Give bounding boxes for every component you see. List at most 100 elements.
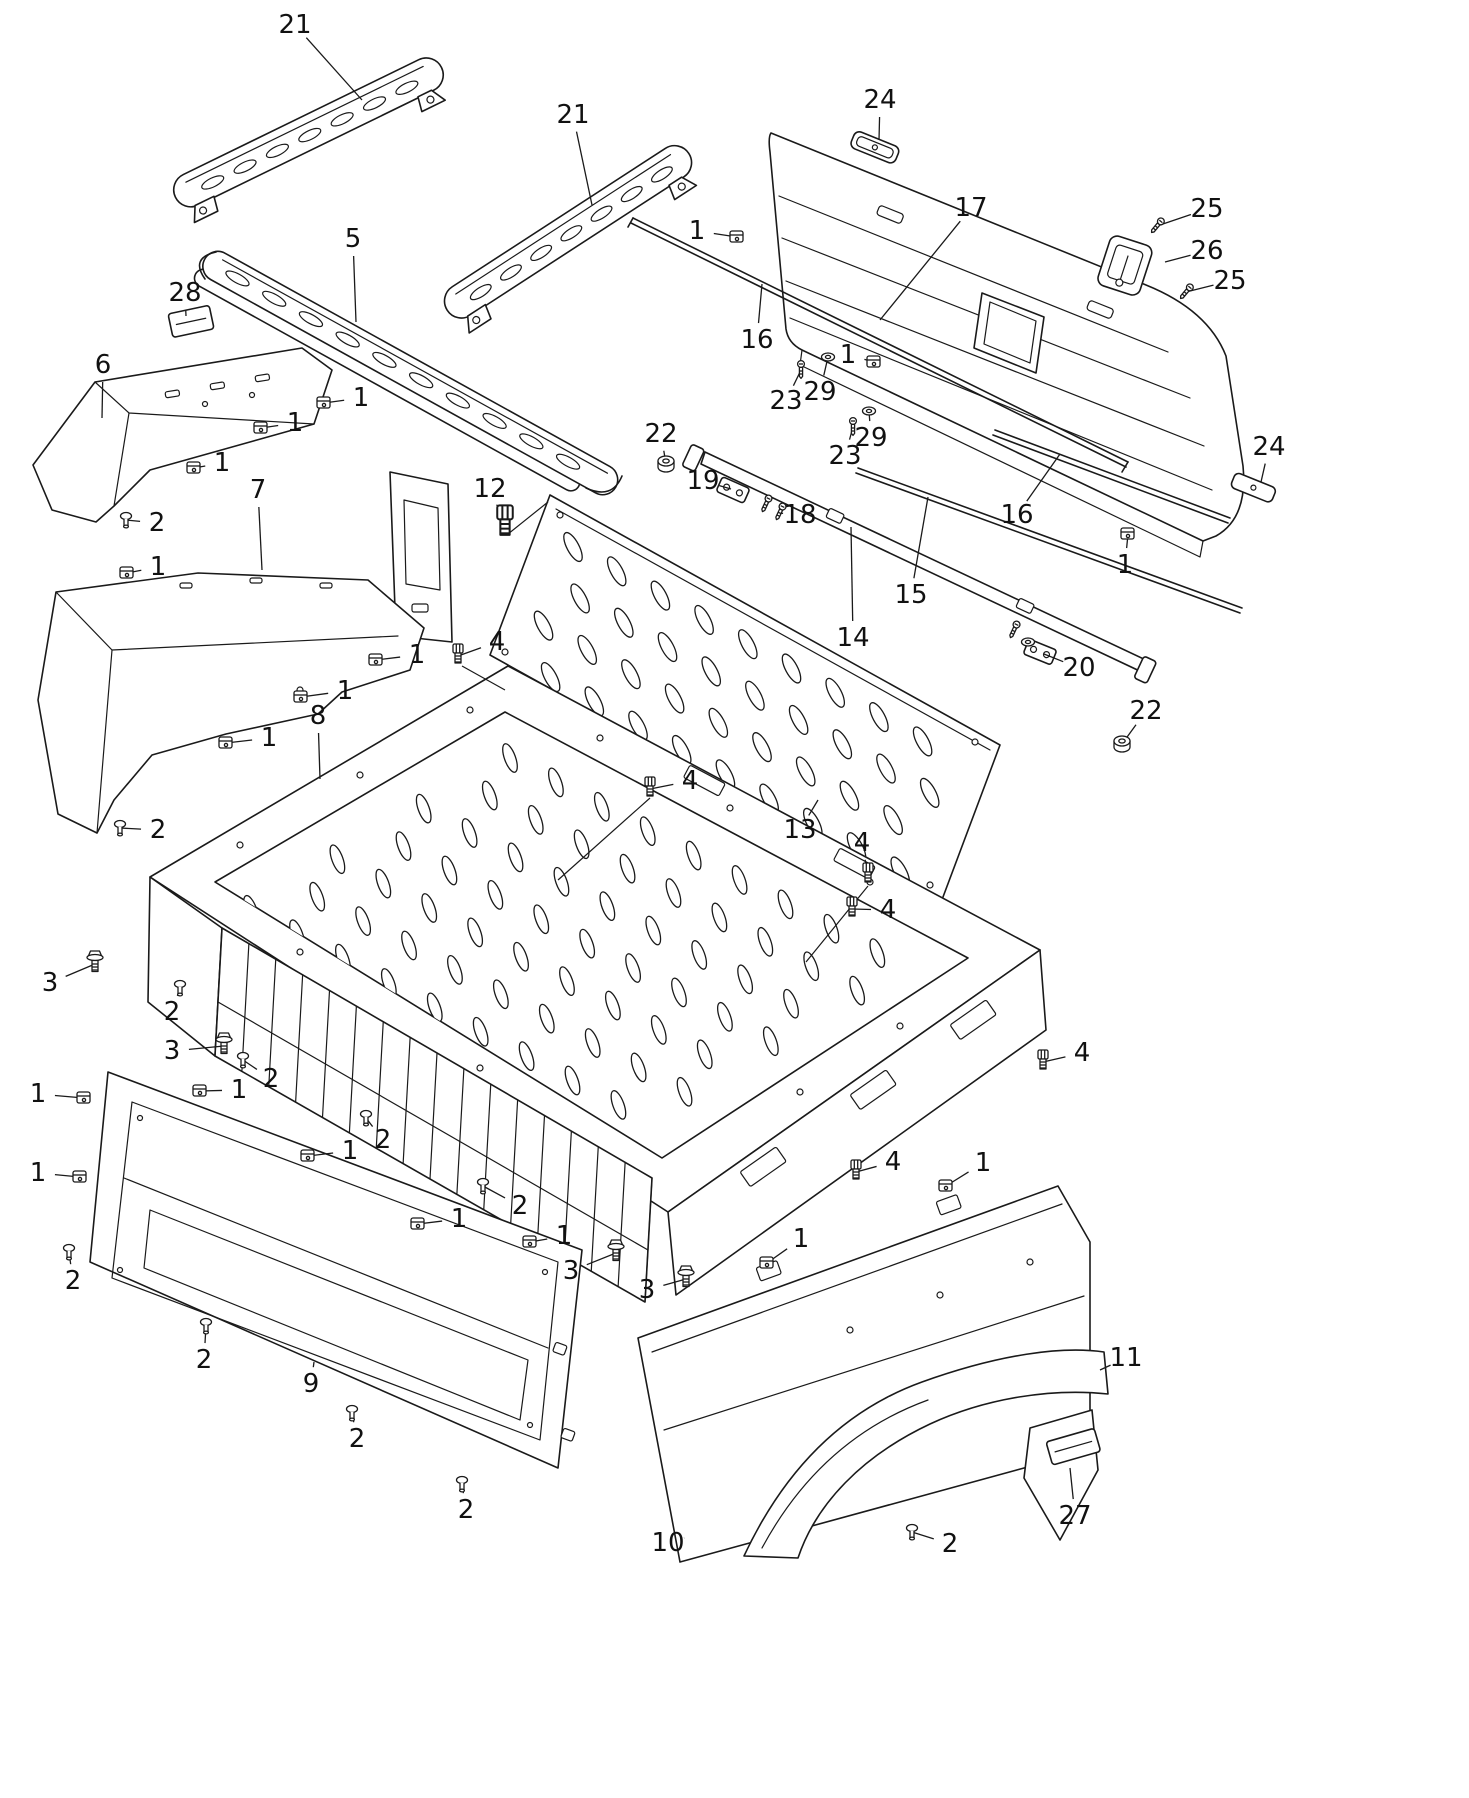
treadplate-oval — [375, 868, 392, 899]
leader-line — [457, 647, 482, 657]
treadplate-oval — [533, 904, 550, 935]
leader-line — [119, 827, 142, 830]
treadplate-oval — [538, 1003, 555, 1034]
callout-18: 18 — [783, 500, 816, 530]
callout-1: 1 — [261, 723, 278, 753]
treadplate-oval — [795, 756, 816, 787]
callout-1: 1 — [30, 1079, 47, 1109]
treadplate-oval — [781, 653, 802, 684]
callout-4: 4 — [1074, 1038, 1091, 1068]
callout-2: 2 — [150, 815, 167, 845]
bed-wall-rib — [348, 1005, 357, 1134]
bed-wall-rib — [268, 958, 277, 1088]
treadplate-oval — [691, 940, 708, 970]
install-lines — [461, 501, 869, 963]
treadplate-oval — [604, 990, 621, 1021]
bed-wall-rib — [321, 989, 331, 1119]
screw-icon — [1006, 619, 1022, 640]
leader-line — [757, 283, 763, 324]
leader-line — [911, 1531, 934, 1540]
treadplate-oval — [564, 1065, 581, 1096]
treadplate-oval — [849, 975, 866, 1006]
callout-1: 1 — [150, 552, 167, 582]
treadplate-oval — [461, 818, 478, 848]
callout-1: 1 — [793, 1224, 810, 1254]
treadplate-oval — [737, 964, 754, 995]
callout-1: 1 — [409, 640, 426, 670]
bushing-icon — [657, 455, 675, 473]
treadplate-oval — [577, 634, 598, 665]
clip-nut-icon — [1120, 527, 1135, 540]
bed-wall-rib — [563, 1130, 572, 1257]
part-28-decal — [167, 305, 215, 338]
callout-1: 1 — [689, 216, 706, 246]
treadplate-oval — [839, 780, 860, 811]
part-10-side-panel-right — [637, 1185, 1091, 1563]
clip-nut-icon — [410, 1217, 425, 1230]
bed-wall-rib — [510, 1099, 519, 1226]
part-8-cargo-bed — [147, 665, 1047, 1303]
callout-27: 27 — [1058, 1501, 1091, 1531]
bed-wall-rib — [536, 1114, 546, 1242]
callout-14: 14 — [836, 623, 869, 653]
part-27-decal — [1045, 1428, 1101, 1466]
treadplate-oval — [619, 853, 636, 884]
washer-icon — [861, 406, 877, 416]
part-5-bed-rail — [193, 250, 623, 496]
callout-2: 2 — [149, 508, 166, 538]
leader-line — [317, 732, 321, 780]
callout-4: 4 — [854, 828, 871, 858]
callout-2: 2 — [512, 1191, 529, 1221]
callout-2: 2 — [196, 1345, 213, 1375]
callout-2: 2 — [375, 1125, 392, 1155]
treadplate-oval — [708, 707, 729, 738]
callout-3: 3 — [164, 1036, 181, 1066]
callout-26: 26 — [1190, 236, 1223, 266]
callout-3: 3 — [639, 1275, 656, 1305]
treadplate-oval — [694, 604, 714, 635]
leader-line — [188, 1045, 225, 1051]
leader-line — [719, 485, 732, 490]
clip-nut-icon — [368, 653, 383, 666]
treadplate-oval — [650, 580, 671, 611]
bed-wall-rib — [295, 974, 304, 1103]
treadplate-oval — [645, 915, 662, 946]
treadplate-oval — [737, 629, 758, 660]
leader-line — [1043, 653, 1064, 663]
treadplate-oval — [803, 951, 820, 982]
part-15-support-rod — [855, 467, 1243, 614]
treadplate-oval — [421, 893, 438, 923]
leader-line — [879, 220, 961, 321]
treadplate-oval — [883, 804, 903, 836]
callout-17: 17 — [954, 193, 987, 223]
treadplate-oval — [606, 556, 627, 587]
treadplate-oval — [825, 677, 846, 708]
leader-line — [878, 116, 881, 141]
treadplate-oval — [664, 683, 685, 714]
callout-1: 1 — [337, 676, 354, 706]
treadplate-oval — [621, 659, 641, 690]
socket-bolt-icon — [1037, 1049, 1049, 1070]
bed-wall-rib — [644, 1177, 653, 1303]
treadplate-oval — [481, 780, 498, 811]
treadplate-oval — [492, 979, 509, 1010]
socket-bolt-icon — [850, 1159, 862, 1180]
callout-11: 11 — [1109, 1343, 1142, 1373]
treadplate-oval — [533, 610, 554, 641]
leader-line — [586, 1252, 617, 1266]
clip-nut-icon — [72, 1170, 87, 1183]
push-rivet-icon — [905, 1523, 919, 1541]
treadplate-oval — [625, 953, 642, 983]
bed-wall-rib — [429, 1052, 438, 1180]
washer-icon — [820, 352, 836, 362]
treadplate-oval — [696, 1039, 713, 1070]
flange-bolt-icon — [86, 950, 104, 973]
clip-nut-icon — [300, 1149, 315, 1162]
treadplate-oval — [869, 938, 886, 968]
callout-2: 2 — [65, 1266, 82, 1296]
callout-2: 2 — [263, 1064, 280, 1094]
callout-1: 1 — [342, 1136, 359, 1166]
treadplate-oval — [762, 1026, 779, 1057]
callout-1: 1 — [30, 1158, 47, 1188]
